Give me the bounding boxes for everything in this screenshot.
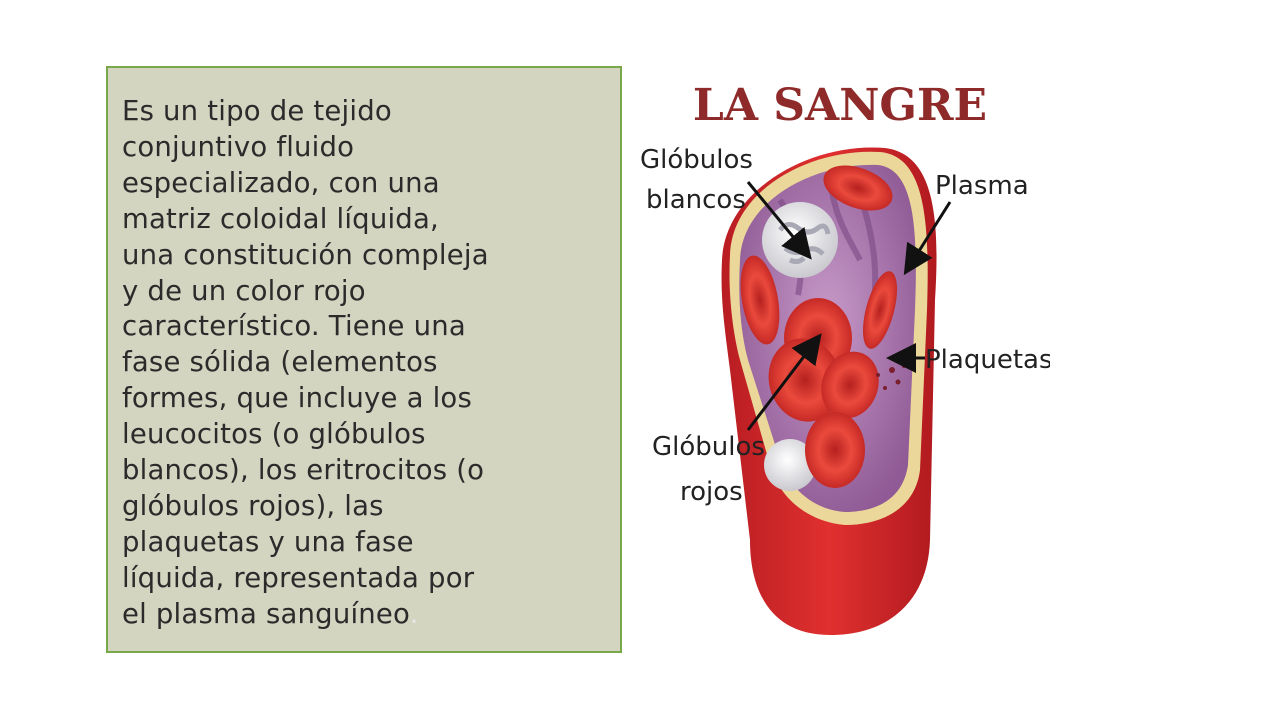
platelet [889,367,895,373]
paragraph-text: Es un tipo de tejido conjuntivo fluido e… [122,95,489,630]
arrow-plasma [903,201,952,276]
platelet [883,386,887,390]
blood-vessel-figure: LA SANGRE [630,70,1050,635]
label-white-cells-line1: Glóbulos [640,145,753,175]
white-blood-cell [764,439,816,491]
red-blood-cell [740,255,780,345]
label-platelets: Plaquetas [925,345,1050,375]
red-blood-cell [821,351,879,419]
label-arrows [746,181,952,431]
red-blood-cell [805,412,865,488]
blood-vessel-illustration: LA SANGRE [640,80,1050,635]
red-blood-cells [740,165,898,488]
label-plasma: Plasma [935,171,1029,201]
platelet [876,373,880,377]
trailing-period: . [409,597,419,630]
platelet [895,379,901,385]
label-white-cells-line2: blancos [646,185,746,215]
text-box: Es un tipo de tejido conjuntivo fluido e… [106,66,622,653]
body-paragraph: Es un tipo de tejido conjuntivo fluido e… [122,94,610,633]
red-blood-cell [823,165,893,211]
label-red-cells-line2: rojos [680,477,743,507]
platelet [902,364,906,368]
label-red-cells-line1: Glóbulos [652,432,765,462]
arrow-red-cells [746,333,822,431]
red-blood-cell [862,271,898,349]
figure-title: LA SANGRE [693,80,987,131]
arrow-white-cells [746,181,812,260]
